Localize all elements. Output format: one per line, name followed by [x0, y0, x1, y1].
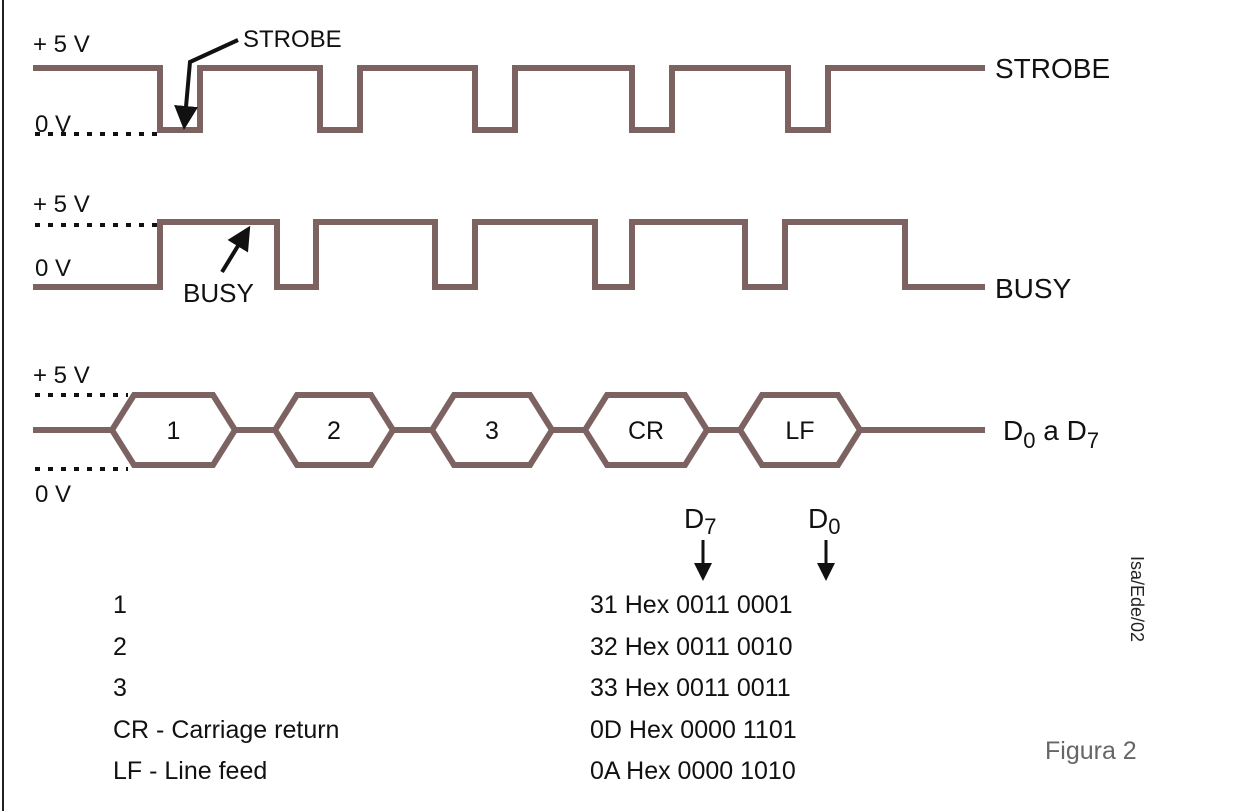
data-byte-label: 2 — [327, 417, 341, 445]
data-byte-cell — [581, 392, 711, 468]
busy-high-label: + 5 V — [33, 191, 90, 218]
strobe-signal-label: STROBE — [995, 53, 1110, 84]
table-char-cell: LF - Line feed — [113, 757, 268, 785]
data-byte-label: CR — [628, 417, 664, 445]
data-signal-label: D0 a D7 — [1003, 415, 1099, 453]
data-byte-cell — [108, 392, 239, 468]
busy-low-label: 0 V — [35, 255, 71, 282]
data-byte-label: LF — [785, 417, 814, 445]
table-code-cell: 0D Hex 0000 1101 — [590, 715, 797, 744]
data-low-label: 0 V — [35, 481, 71, 508]
table-code-cell: 33 Hex 0011 0011 — [590, 674, 791, 702]
strobe-annotation: STROBE — [243, 26, 342, 53]
data-waveform: 1 2 3 CR LF — [33, 392, 985, 468]
busy-arrow-icon — [220, 225, 251, 274]
busy-signal-label: BUSY — [995, 273, 1072, 304]
table-code-cell: 0A Hex 0000 1010 — [590, 757, 796, 785]
busy-annotation: BUSY — [183, 278, 254, 308]
data-byte-cell — [428, 392, 556, 468]
lsb-marker-label: D0 — [808, 503, 840, 539]
table-code-cell: 31 Hex 0011 0001 — [590, 591, 793, 619]
strobe-waveform — [33, 65, 985, 133]
figure-label: Figura 2 — [1045, 737, 1137, 765]
busy-waveform — [33, 219, 985, 290]
strobe-arrow-icon — [174, 38, 239, 130]
table-char-cell: 3 — [113, 674, 127, 702]
left-border — [2, 0, 4, 811]
strobe-high-label: + 5 V — [33, 31, 90, 58]
credit-text: Isa/Ede/02 — [1127, 556, 1147, 643]
data-byte-cell — [736, 392, 864, 468]
table-code-cell: 32 Hex 0011 0010 — [590, 632, 793, 661]
table-char-cell: 1 — [113, 591, 127, 619]
data-high-label: + 5 V — [33, 362, 90, 389]
data-byte-cell — [271, 392, 397, 468]
msb-marker-label: D7 — [684, 503, 716, 539]
data-byte-label: 3 — [485, 417, 499, 445]
data-byte-label: 1 — [167, 417, 181, 445]
table-char-cell: 2 — [113, 632, 127, 661]
table-char-cell: CR - Carriage return — [113, 715, 340, 744]
